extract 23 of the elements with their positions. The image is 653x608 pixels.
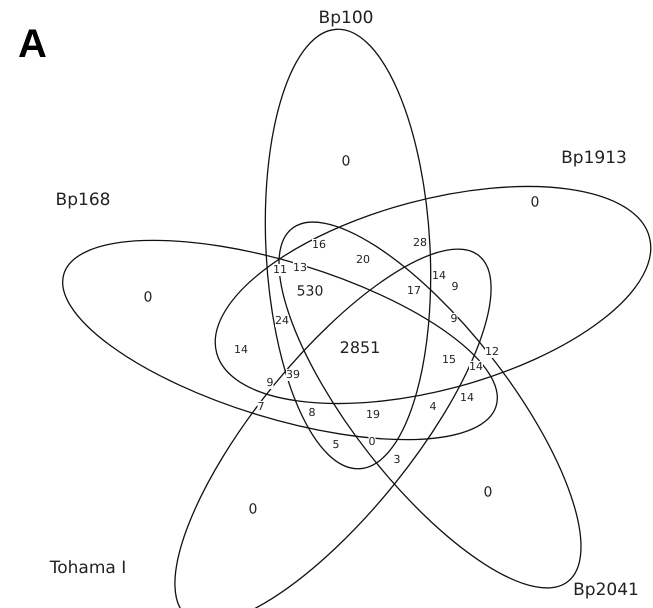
set-name: Bp100 bbox=[318, 8, 374, 28]
region-count: 15 bbox=[442, 354, 456, 366]
region-count: 20 bbox=[356, 254, 370, 266]
region-count: 12 bbox=[485, 346, 499, 358]
region-count: 39 bbox=[286, 368, 300, 382]
region-count: 9 bbox=[450, 312, 458, 326]
region-count: 13 bbox=[293, 262, 307, 274]
set-name: Bp168 bbox=[56, 190, 110, 210]
region-count: 11 bbox=[273, 264, 287, 276]
region-count: 28 bbox=[413, 236, 427, 250]
set-name: Bp1913 bbox=[561, 148, 627, 168]
region-count: 8 bbox=[308, 406, 316, 420]
set-name: Tohama I bbox=[50, 558, 126, 578]
region-count: 16 bbox=[312, 238, 326, 252]
region-count: 24 bbox=[275, 314, 289, 328]
set-name: Bp2041 bbox=[573, 580, 639, 600]
region-count: 5 bbox=[332, 438, 340, 452]
region-count: 19 bbox=[366, 408, 380, 422]
region-count: 0 bbox=[368, 436, 376, 448]
region-count: 9 bbox=[452, 280, 458, 294]
region-count: 3 bbox=[394, 454, 400, 466]
panel-label: A bbox=[18, 22, 47, 66]
region-count: 9 bbox=[266, 376, 274, 390]
